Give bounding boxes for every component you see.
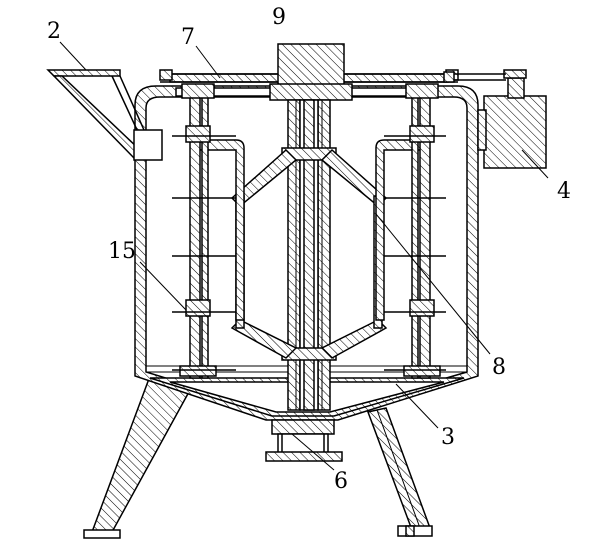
label-8: 8 xyxy=(492,355,506,380)
label-15: 15 xyxy=(108,239,136,264)
label-6: 6 xyxy=(334,469,348,494)
leader-lines xyxy=(59,41,549,471)
side-motor xyxy=(443,69,547,169)
discharge-outlet xyxy=(265,419,343,462)
label-9: 9 xyxy=(272,5,286,30)
central-shaft xyxy=(281,99,337,411)
left-scraper-assembly xyxy=(172,83,245,379)
left-leg xyxy=(83,375,192,539)
label-7: 7 xyxy=(181,25,195,50)
label-2: 2 xyxy=(47,19,61,44)
label-3: 3 xyxy=(441,425,455,450)
right-leg xyxy=(366,407,433,537)
label-4: 4 xyxy=(557,179,571,204)
top-motor xyxy=(269,43,353,101)
right-scraper-assembly xyxy=(375,83,446,379)
feed-hopper xyxy=(46,69,163,161)
